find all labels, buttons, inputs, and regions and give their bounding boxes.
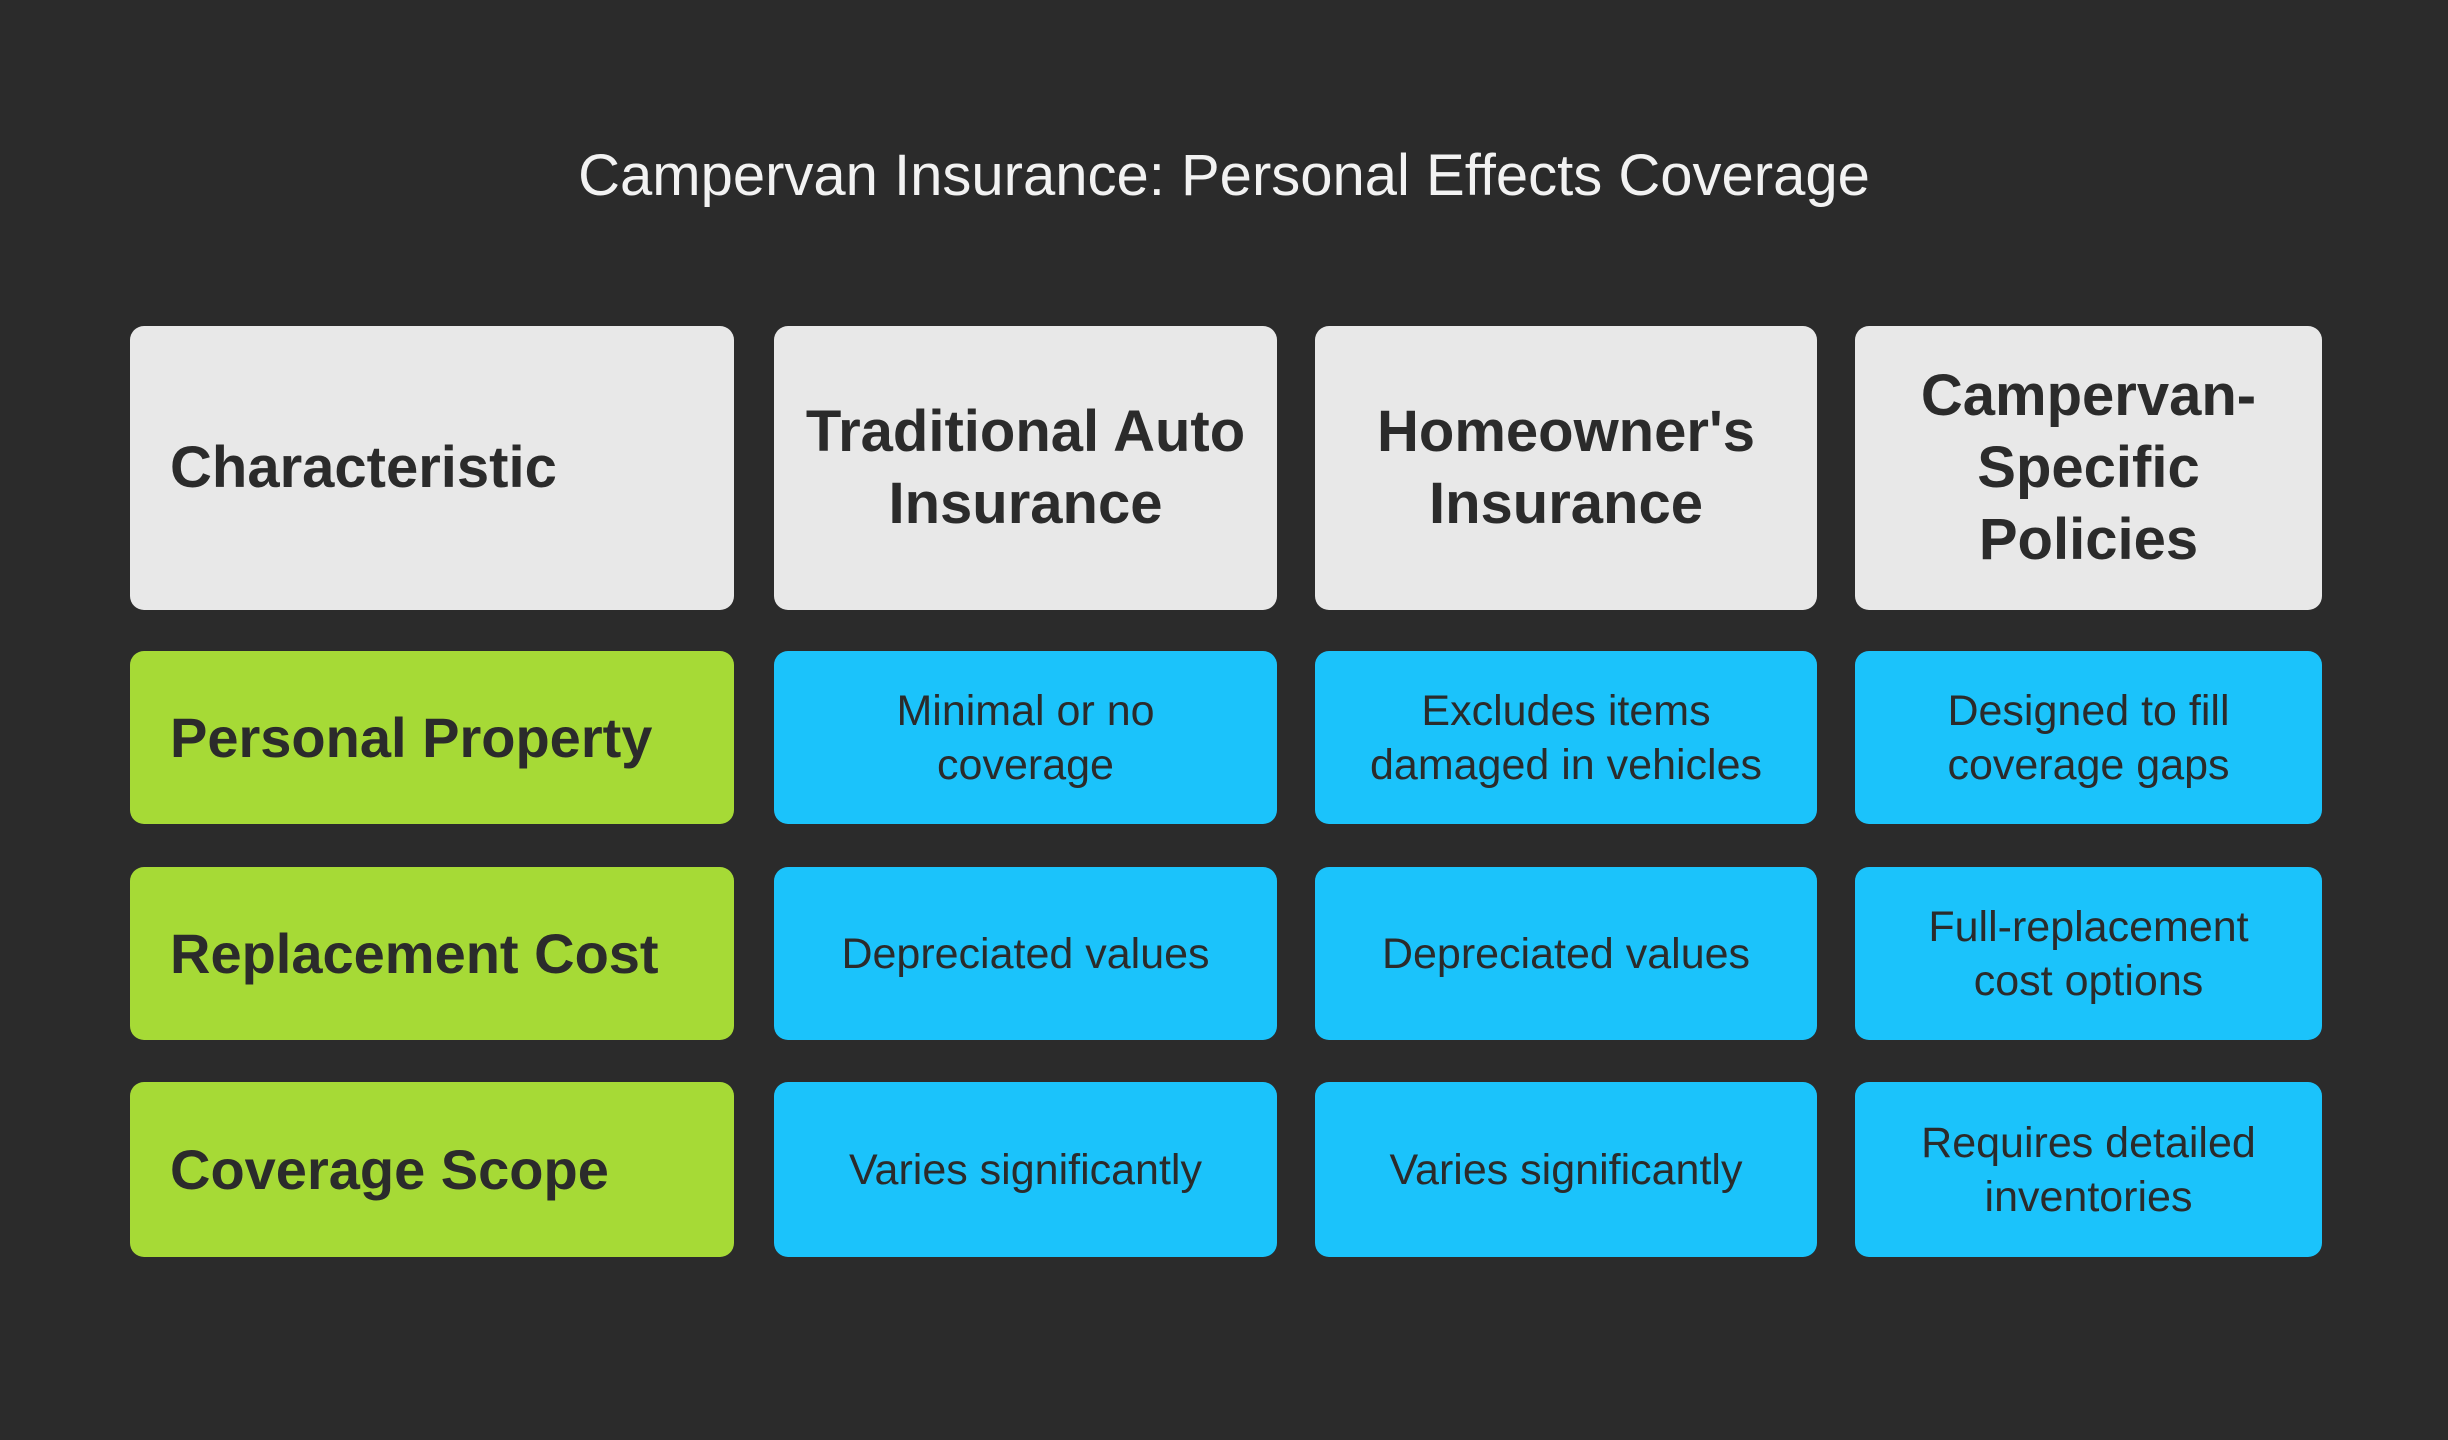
table-cell: Designed to fill coverage gaps — [1855, 651, 2322, 824]
table-cell: Varies significantly — [774, 1082, 1277, 1257]
row-label-coverage-scope: Coverage Scope — [130, 1082, 734, 1257]
table-cell: Depreciated values — [774, 867, 1277, 1040]
table-cell: Minimal or no coverage — [774, 651, 1277, 824]
table-cell: Excludes items damaged in vehicles — [1315, 651, 1817, 824]
table-cell: Full-replacement cost options — [1855, 867, 2322, 1040]
row-label-personal-property: Personal Property — [130, 651, 734, 824]
table-cell: Varies significantly — [1315, 1082, 1817, 1257]
header-characteristic: Characteristic — [130, 326, 734, 610]
table-cell: Depreciated values — [1315, 867, 1817, 1040]
header-traditional-auto: Traditional Auto Insurance — [774, 326, 1277, 610]
header-homeowners: Homeowner's Insurance — [1315, 326, 1817, 610]
table-cell: Requires detailed inventories — [1855, 1082, 2322, 1257]
row-label-replacement-cost: Replacement Cost — [130, 867, 734, 1040]
diagram-title: Campervan Insurance: Personal Effects Co… — [578, 143, 1870, 208]
header-campervan-specific: Campervan-Specific Policies — [1855, 326, 2322, 610]
